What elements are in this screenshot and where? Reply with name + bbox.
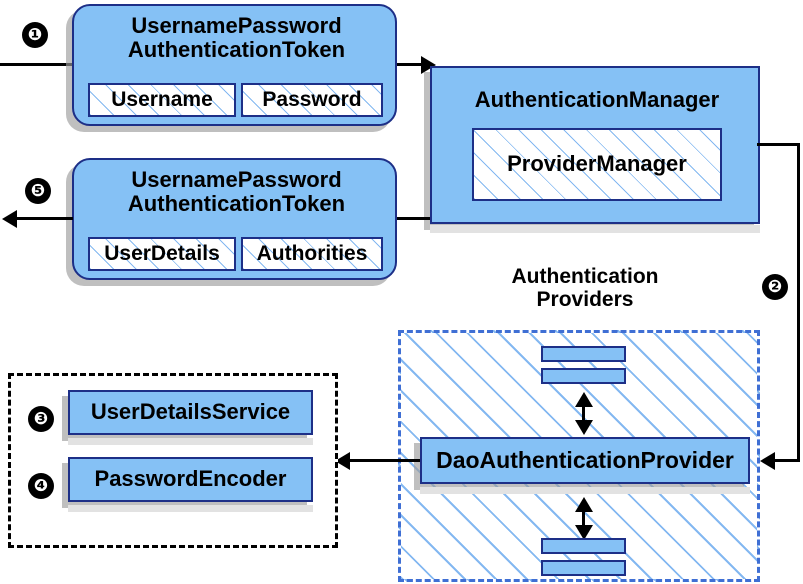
other-provider-bar-3[interactable] — [541, 538, 626, 554]
authentication-manager-box[interactable]: AuthenticationManager ProviderManager — [430, 66, 760, 224]
manager-to-provider-arrowhead — [760, 452, 775, 470]
other-provider-bar-4[interactable] — [541, 560, 626, 576]
manager-to-provider-line-top — [757, 143, 800, 146]
user-details-service-box[interactable]: UserDetailsService — [68, 390, 313, 435]
response-token-box[interactable]: UsernamePassword AuthenticationToken Use… — [72, 158, 397, 280]
request-token-field-password: Password — [241, 83, 383, 117]
password-encoder-box[interactable]: PasswordEncoder — [68, 457, 313, 502]
manager-to-provider-line-bottom — [773, 459, 800, 462]
response-token-field-authorities: Authorities — [241, 237, 383, 271]
user-details-service-shadow-light — [68, 438, 313, 445]
provider-link-top-line — [582, 400, 585, 424]
marker-1: ❶ — [22, 22, 48, 48]
provider-to-services-line — [348, 459, 420, 462]
authentication-providers-label: Authentication Providers — [511, 265, 659, 312]
dao-authentication-provider-box[interactable]: DaoAuthenticationProvider — [420, 437, 750, 484]
authentication-manager-shadow-light — [430, 225, 760, 233]
request-token-box[interactable]: UsernamePassword AuthenticationToken Use… — [72, 4, 397, 126]
other-provider-bar-1[interactable] — [541, 346, 626, 362]
marker-3: ❸ — [28, 406, 54, 432]
manager-to-response-line — [397, 217, 430, 220]
provider-link-top-arrow-down — [575, 420, 593, 435]
provider-link-bottom-arrow-down — [575, 525, 593, 540]
request-to-manager-line — [397, 63, 425, 66]
response-out-arrowhead — [2, 210, 17, 228]
response-out-line — [15, 217, 73, 220]
marker-4: ❹ — [28, 473, 54, 499]
other-provider-bar-2[interactable] — [541, 368, 626, 384]
provider-link-top-arrow-up — [575, 392, 593, 407]
provider-to-services-arrowhead — [335, 452, 350, 470]
request-token-field-username: Username — [88, 83, 236, 117]
authentication-manager-title: AuthenticationManager — [474, 87, 720, 112]
dao-provider-shadow-light — [420, 487, 750, 494]
marker-2: ❷ — [762, 274, 788, 300]
provider-manager-box: ProviderManager — [472, 128, 722, 201]
response-token-title: UsernamePassword AuthenticationToken — [127, 167, 346, 217]
request-token-title: UsernamePassword AuthenticationToken — [127, 13, 346, 63]
incoming-request-line — [0, 63, 72, 66]
provider-link-bottom-line — [582, 505, 585, 529]
provider-link-bottom-arrow-up — [575, 497, 593, 512]
response-token-field-userdetails: UserDetails — [88, 237, 236, 271]
marker-5: ❺ — [25, 178, 51, 204]
password-encoder-shadow-light — [68, 505, 313, 512]
manager-to-provider-line-vertical — [797, 143, 800, 461]
